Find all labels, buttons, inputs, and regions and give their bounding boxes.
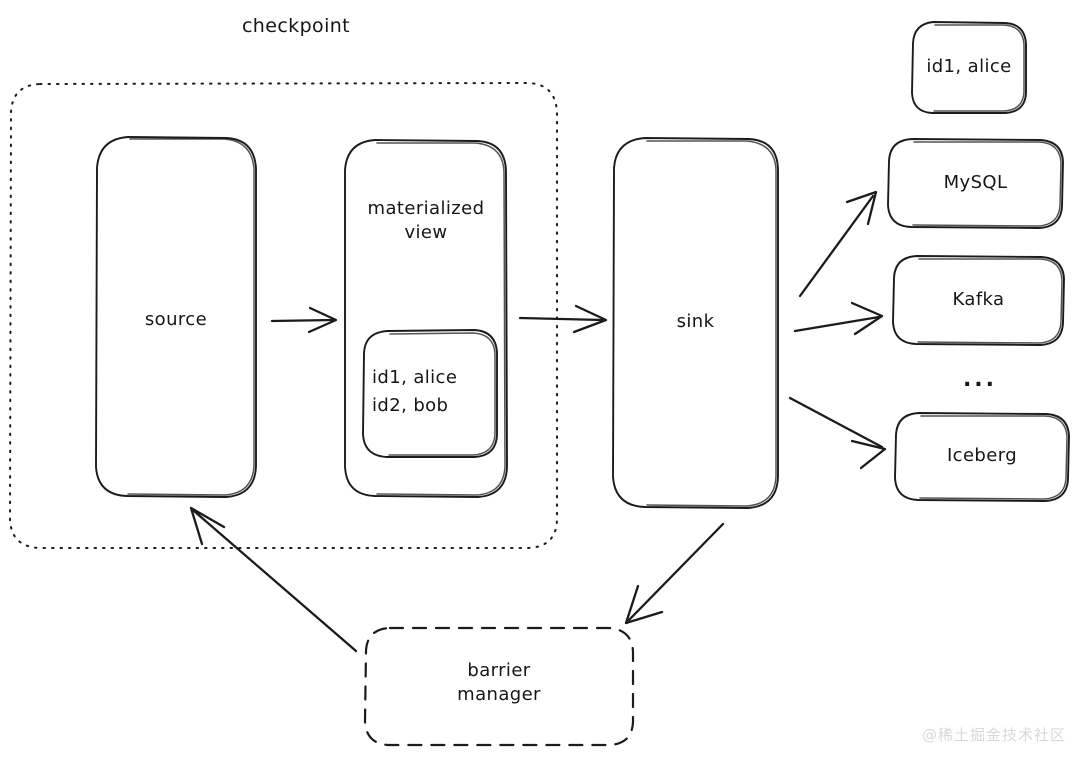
checkpoint-boundary: [9, 82, 558, 549]
record-label: id1, alice: [926, 56, 1012, 77]
arrow-sink-to-iceberg: [788, 396, 887, 470]
iceberg-label: Iceberg: [946, 445, 1018, 466]
more-sinks-ellipsis: ...: [962, 367, 998, 392]
barrier-manager-box-shape: [363, 626, 635, 747]
watermark: @稀土掘金技术社区: [921, 726, 1066, 744]
sink-label: sink: [676, 311, 715, 332]
materialized-view-box-shape: [344, 139, 508, 498]
mv-state-label: id1, alice id2, bob: [372, 367, 458, 416]
kafka-box-shape: [892, 255, 1065, 346]
arrow-source-to-materialized-view: [270, 306, 338, 334]
barrier-manager-label: barrier manager: [457, 660, 541, 706]
source-box-shape: [95, 136, 257, 498]
source-label: source: [144, 309, 208, 330]
materialized-view-label: materialized view: [367, 198, 485, 244]
mysql-box-shape: [887, 138, 1064, 229]
kafka-label: Kafka: [952, 289, 1005, 310]
record-box-shape: [911, 21, 1027, 114]
sink-box-shape: [612, 137, 779, 509]
mv-state-box-shape: [362, 329, 498, 458]
mysql-label: MySQL: [943, 172, 1008, 193]
checkpoint-title: checkpoint: [241, 15, 351, 37]
arrow-sink-to-mysql: [798, 190, 878, 298]
arrow-barrier-manager-to-source: [189, 506, 358, 653]
arrow-sink-to-barrier-manager: [624, 522, 725, 625]
iceberg-box-shape: [894, 412, 1070, 502]
arrow-materialized-view-to-sink: [518, 304, 608, 334]
arrow-sink-to-kafka: [793, 301, 884, 336]
